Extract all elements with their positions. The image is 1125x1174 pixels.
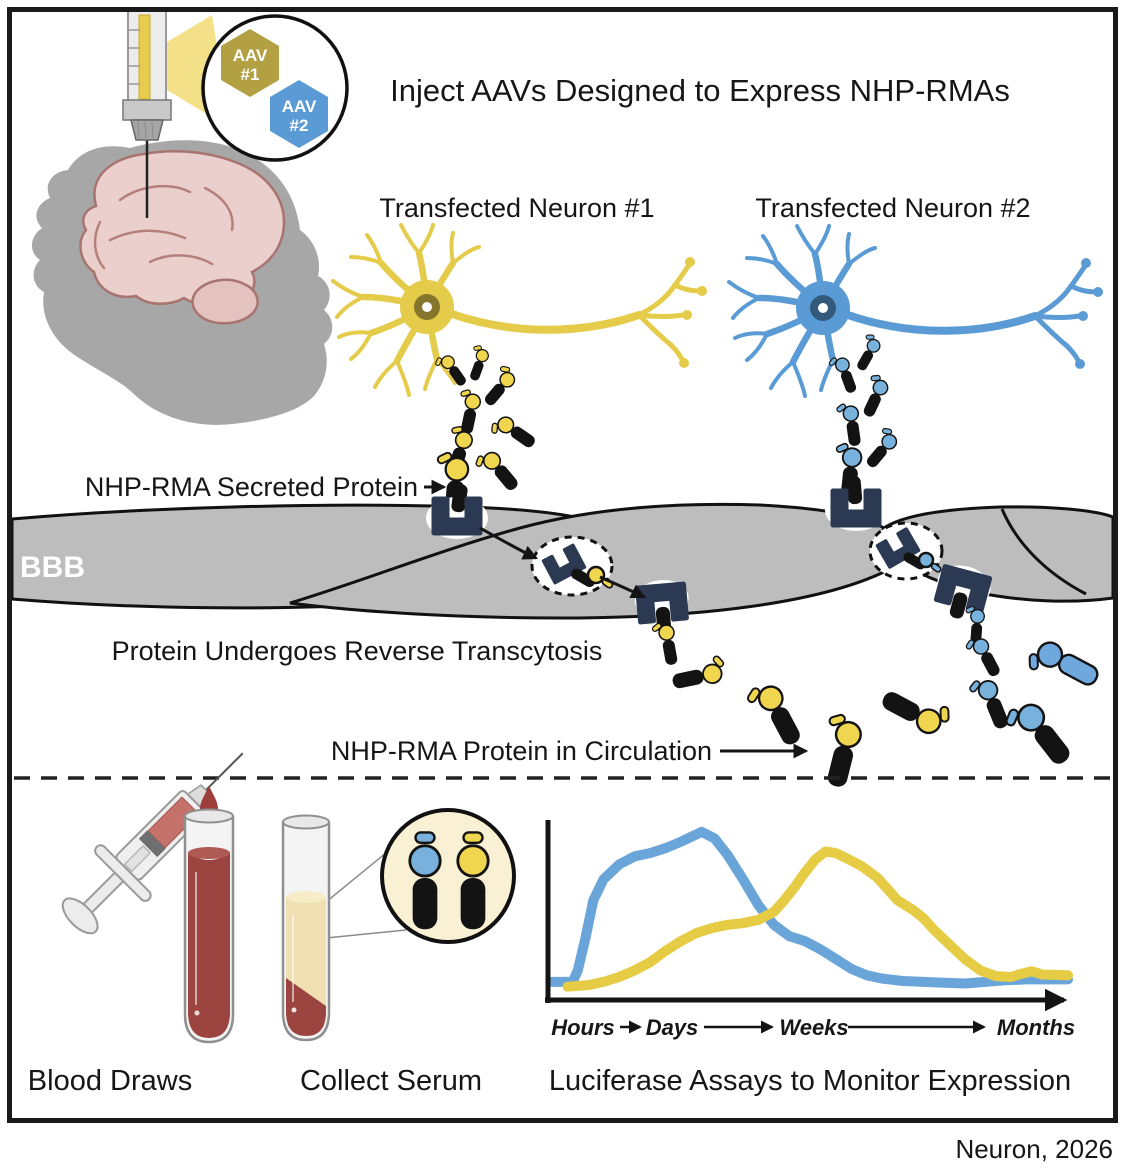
yellow-protein-trail (431, 342, 539, 520)
aav2-label-line2: #2 (290, 116, 309, 135)
yellow-neuron (333, 225, 707, 395)
exit-receptor-right (929, 560, 995, 619)
blood-draws-label: Blood Draws (28, 1065, 192, 1097)
vesicle-left (530, 535, 614, 597)
curve-aav1-yellow (562, 846, 1073, 992)
aav1-hexagon: AAV#1 (221, 29, 279, 97)
brain-gyri-lines (93, 185, 234, 270)
vesicle-right (868, 521, 944, 581)
circulation-label: NHP-RMA Protein in Circulation (331, 736, 712, 766)
neuron2-label: Transfected Neuron #2 (755, 193, 1030, 223)
aav1-label-line1: AAV (233, 46, 268, 65)
secreted-protein-label: NHP-RMA Secreted Protein (85, 472, 418, 502)
aav2-label-line1: AAV (282, 97, 317, 116)
magnifier-connector-1 (325, 847, 393, 903)
transcytosis-label: Protein Undergoes Reverse Transcytosis (112, 636, 603, 666)
svg-text:AAV#2: AAV#2 (282, 97, 317, 135)
brain-illustration (79, 149, 286, 325)
tick-hours: Hours (551, 1015, 615, 1040)
figure-title: Inject AAVs Designed to Express NHP-RMAs (390, 73, 1010, 108)
bbb-label: BBB (20, 551, 85, 584)
citation: Neuron, 2026 (955, 1134, 1113, 1164)
bbb-cell-junction (1000, 508, 1087, 596)
blue-protein-trail (826, 330, 903, 500)
tick-days: Days (646, 1015, 699, 1040)
blood-tube (183, 786, 235, 1044)
blue-neuron (729, 226, 1103, 396)
entry-receptor-left (426, 484, 488, 539)
chart-x-ticks: Hours Days Weeks Months (551, 1015, 1075, 1040)
serum-magnifier (380, 808, 516, 944)
entry-receptor-right (825, 476, 887, 531)
transcytosis-arrow-2 (599, 575, 647, 599)
injection-syringe (122, 9, 172, 218)
serum-tube (281, 814, 407, 1042)
blood-draw-syringe (61, 752, 244, 935)
aav2-hexagon: AAV#2 (270, 80, 328, 148)
expression-chart: Hours Days Weeks Months (545, 820, 1075, 1040)
tick-months: Months (997, 1015, 1075, 1040)
transcytosis-arrow-1 (479, 526, 539, 560)
curve-aav2-blue (547, 826, 1073, 989)
collect-serum-label: Collect Serum (300, 1065, 482, 1097)
chart-curves (547, 826, 1073, 992)
syringe-contents (138, 14, 151, 100)
tick-weeks: Weeks (779, 1015, 848, 1040)
figure-border (7, 7, 1118, 1123)
neuron1-label: Transfected Neuron #1 (379, 193, 654, 223)
aav1-label-line2: #1 (241, 65, 260, 84)
circulation-proteins (649, 604, 1103, 791)
aav-callout-circle: AAV#1 AAV#2 (201, 14, 349, 162)
magnifier-connector-2 (325, 929, 407, 939)
svg-text:AAV#1: AAV#1 (233, 46, 268, 84)
blood-brain-barrier: BBB (10, 476, 1115, 633)
luciferase-label: Luciferase Assays to Monitor Expression (549, 1065, 1071, 1097)
